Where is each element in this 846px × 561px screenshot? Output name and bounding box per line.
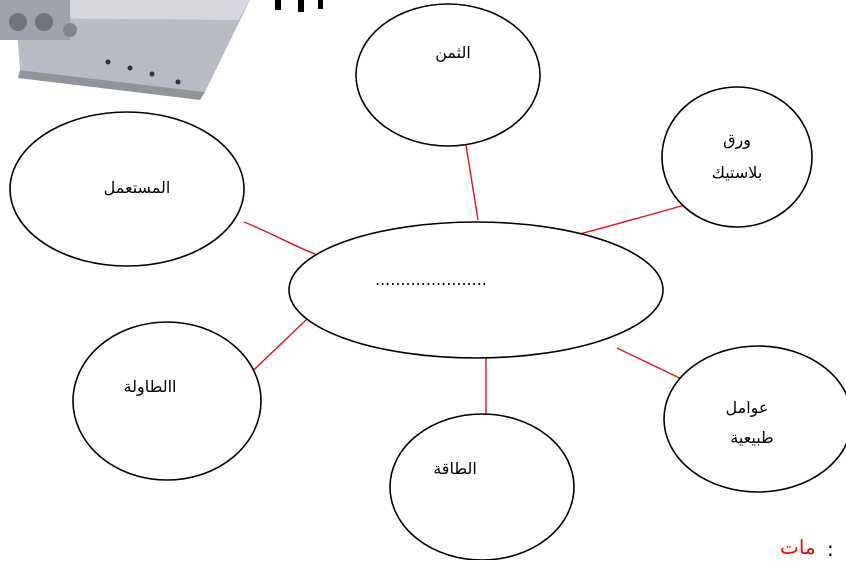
- product-image: [0, 0, 250, 100]
- node-price: [355, 3, 541, 147]
- center-ellipse: [288, 221, 664, 359]
- node-natural: [663, 345, 846, 493]
- label-natural-line1: عوامل: [726, 398, 769, 418]
- footer-colon: :: [827, 537, 834, 561]
- label-material-line1: ورق: [723, 130, 751, 150]
- connector-natural: [616, 347, 691, 384]
- node-energy: [389, 413, 575, 560]
- title-fragment: [275, 0, 323, 12]
- label-energy: الطاقة: [433, 459, 477, 478]
- label-natural-line2: طبيعية: [730, 428, 774, 447]
- label-user: المستعمل: [104, 178, 171, 197]
- node-table: [72, 321, 262, 481]
- node-material: [661, 86, 813, 228]
- label-table: االطاولة: [124, 377, 177, 397]
- node-user: [9, 111, 245, 267]
- label-price: الثمن: [435, 43, 471, 63]
- label-material-line2: بلاستيك: [712, 163, 763, 182]
- footer-heading: مات: [780, 535, 816, 559]
- center-label: ......................: [375, 270, 487, 289]
- connector-price: [465, 144, 479, 221]
